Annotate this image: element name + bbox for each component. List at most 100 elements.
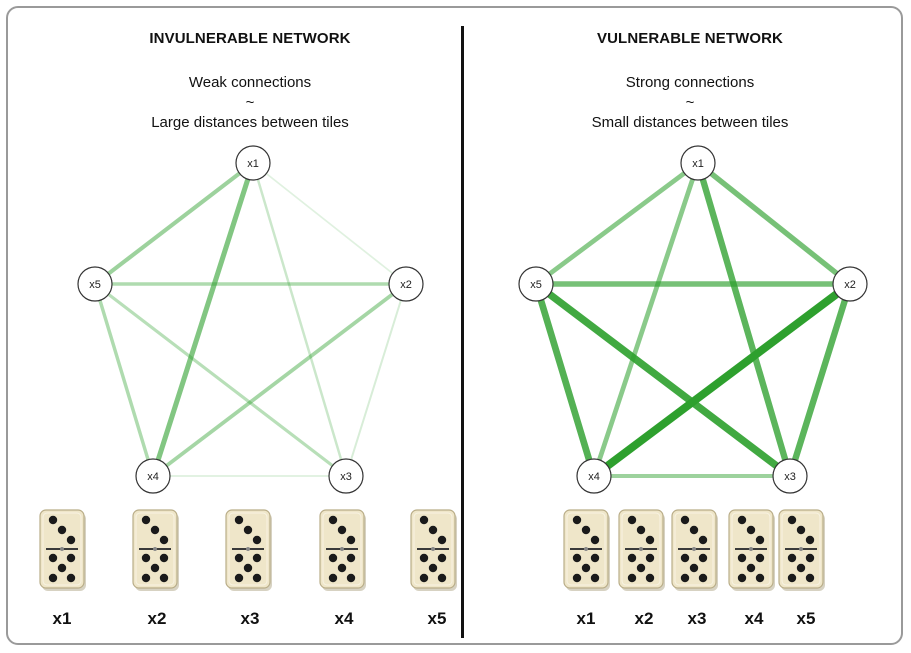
tile-pip xyxy=(66,535,76,545)
left-node-label-x4: x4 xyxy=(147,471,159,483)
right-tile-label-x2: x2 xyxy=(634,609,654,628)
tile-pip xyxy=(796,563,806,573)
right-tile-label-x5: x5 xyxy=(796,609,816,628)
left-edge-x2-x4 xyxy=(151,282,408,478)
left-tile-label-x5: x5 xyxy=(427,609,447,628)
tile-pip xyxy=(437,553,447,563)
tile-pip xyxy=(243,563,253,573)
left-node-x5 xyxy=(77,266,113,302)
left-subtitle-line2: Large distances between tiles xyxy=(151,114,349,131)
right-domino-tile-2 xyxy=(618,509,665,591)
tile-pip xyxy=(243,525,253,535)
tile-pip xyxy=(428,563,438,573)
tile-pip xyxy=(680,553,690,563)
left-tile-label-x4: x4 xyxy=(334,609,354,628)
tile-pip xyxy=(150,563,160,573)
tile-center-pin xyxy=(749,547,753,551)
tile-center-pin xyxy=(246,547,250,551)
tile-pip xyxy=(159,573,169,583)
right-edge-x5-x4 xyxy=(532,280,598,480)
tile-pip xyxy=(66,573,76,583)
tile-pip xyxy=(805,573,815,583)
tile-pip xyxy=(419,553,429,563)
tile-center-pin xyxy=(584,547,588,551)
tile-pip xyxy=(755,573,765,583)
right-node-x2 xyxy=(832,266,868,302)
tile-pip xyxy=(328,553,338,563)
tile-pip xyxy=(755,535,765,545)
tile-pip xyxy=(645,573,655,583)
tile-pip xyxy=(755,553,765,563)
tile-pip xyxy=(689,563,699,573)
tile-pip xyxy=(337,525,347,535)
tile-pip xyxy=(581,563,591,573)
tile-pip xyxy=(150,525,160,535)
left-subtitle-tilde: ~ xyxy=(245,94,255,111)
tile-pip xyxy=(636,525,646,535)
tile-pip xyxy=(159,553,169,563)
tile-pip xyxy=(141,553,151,563)
tile-pip xyxy=(698,535,708,545)
left-node-label-x1: x1 xyxy=(247,158,259,170)
left-tile-label-x2: x2 xyxy=(147,609,167,628)
right-panel-title: VULNERABLE NETWORK xyxy=(597,30,783,47)
tile-pip xyxy=(737,553,747,563)
tile-pip xyxy=(419,573,429,583)
right-tile-label-x3: x3 xyxy=(687,609,707,628)
tile-pip xyxy=(689,525,699,535)
tile-pip xyxy=(805,553,815,563)
left-tile-label-x1: x1 xyxy=(52,609,72,628)
tile-highlight xyxy=(781,512,821,586)
tile-pip xyxy=(337,563,347,573)
right-edge-x1-x4 xyxy=(591,160,701,479)
left-domino-tile-5 xyxy=(410,509,457,591)
tile-pip xyxy=(796,525,806,535)
left-edge-x1-x2 xyxy=(252,162,407,285)
tile-pip xyxy=(698,573,708,583)
tile-center-pin xyxy=(340,547,344,551)
tile-pip xyxy=(141,573,151,583)
tile-pip xyxy=(234,573,244,583)
tile-pip xyxy=(57,563,67,573)
right-domino-tile-3 xyxy=(671,509,718,591)
tile-center-pin xyxy=(639,547,643,551)
right-node-label-x1: x1 xyxy=(692,158,704,170)
left-domino-tile-4 xyxy=(319,509,366,591)
tile-highlight xyxy=(621,512,661,586)
tile-pip xyxy=(787,515,797,525)
right-node-x4 xyxy=(576,458,612,494)
panel-divider xyxy=(461,26,464,638)
tile-pip xyxy=(48,515,58,525)
tile-highlight xyxy=(42,512,82,586)
tile-highlight xyxy=(731,512,771,586)
left-domino-tile-2 xyxy=(132,509,179,591)
tile-pip xyxy=(737,515,747,525)
tile-pip xyxy=(746,563,756,573)
left-node-x3 xyxy=(328,458,364,494)
tile-pip xyxy=(746,525,756,535)
tile-pip xyxy=(590,573,600,583)
tile-highlight xyxy=(228,512,268,586)
tile-pip xyxy=(627,553,637,563)
tile-pip xyxy=(627,515,637,525)
tile-pip xyxy=(581,525,591,535)
right-domino-tile-4 xyxy=(728,509,775,591)
tile-pip xyxy=(636,563,646,573)
tile-pip xyxy=(428,525,438,535)
right-edge-x1-x5 xyxy=(533,160,701,287)
tile-pip xyxy=(252,573,262,583)
left-edge-x1-x4 xyxy=(150,160,256,479)
left-subtitle-line1: Weak connections xyxy=(188,74,312,91)
tile-highlight xyxy=(566,512,606,586)
tile-pip xyxy=(66,553,76,563)
left-domino-tile-3 xyxy=(225,509,272,591)
tile-pip xyxy=(328,515,338,525)
tile-highlight xyxy=(135,512,175,586)
tile-pip xyxy=(252,535,262,545)
left-edge-x1-x3 xyxy=(251,161,348,478)
right-edge-x2-x3 xyxy=(786,280,854,480)
right-edge-x1-x2 xyxy=(695,160,853,287)
left-domino-tile-1 xyxy=(39,509,86,591)
tile-pip xyxy=(159,535,169,545)
tile-pip xyxy=(234,515,244,525)
